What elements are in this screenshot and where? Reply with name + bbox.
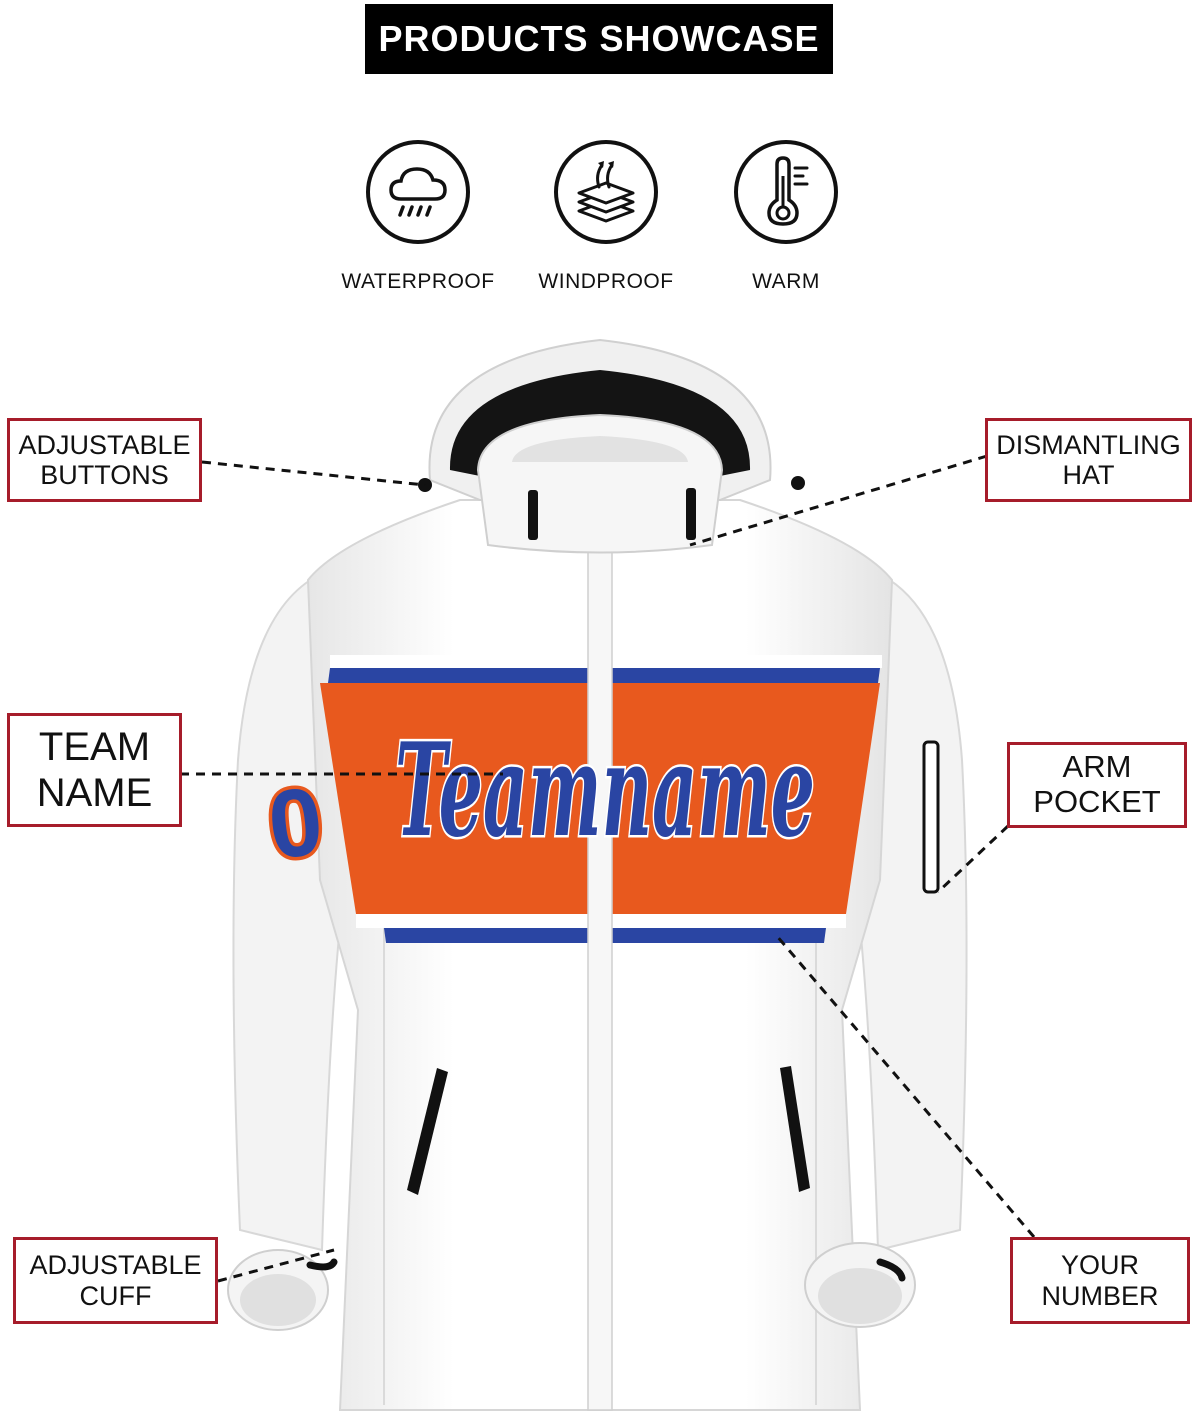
left-pocket-zipper	[407, 1068, 448, 1195]
zipper-placket	[587, 519, 613, 1411]
drawcord-right	[791, 476, 805, 490]
sleeve-number-text: 0	[263, 768, 327, 880]
feature-warm: WARM	[696, 140, 876, 294]
page-title: PRODUCTS SHOWCASE	[365, 4, 833, 74]
sleeve-number: 0	[260, 764, 331, 883]
right-pocket-zipper	[780, 1066, 810, 1192]
feature-waterproof: WATERPROOF	[328, 140, 508, 294]
team-name-text: Teamname	[395, 716, 815, 866]
collar	[476, 413, 724, 554]
thermometer-icon	[734, 140, 838, 244]
feature-label: WATERPROOF	[341, 270, 495, 293]
team-name-graphic: Teamname	[393, 714, 818, 869]
rain-cloud-icon	[366, 140, 470, 244]
arm-pocket-zipper	[922, 740, 940, 894]
collar-snap-right	[686, 488, 696, 540]
feature-label: WINDPROOF	[538, 270, 674, 293]
wind-layers-icon	[554, 140, 658, 244]
feature-windproof: WINDPROOF	[516, 140, 696, 294]
leader-lines	[180, 454, 1036, 1283]
collar-snap-left	[528, 490, 538, 540]
feature-label: WARM	[752, 270, 820, 293]
